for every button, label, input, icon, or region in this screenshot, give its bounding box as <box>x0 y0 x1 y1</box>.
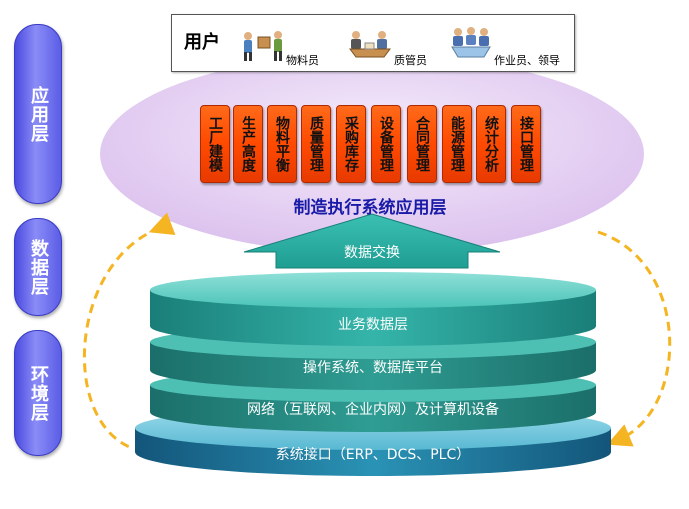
tier-label-network: 网络（互联网、企业内网）及计算机设备 <box>247 402 499 418</box>
module-equipment-management: 设备管理 <box>371 105 401 183</box>
loop-arrow-right <box>597 230 672 447</box>
layer-label: 应用层 <box>28 85 49 143</box>
module-production-scheduling: 生产高度 <box>233 105 263 183</box>
module-contract-management: 合同管理 <box>407 105 437 183</box>
role-label: 作业员、领导 <box>494 54 560 67</box>
user-title: 用户 <box>184 32 220 53</box>
module-procurement-inventory: 采购库存 <box>336 105 366 183</box>
application-layer-title: 制造执行系统应用层 <box>293 198 447 218</box>
role-label: 质管员 <box>394 54 427 67</box>
layer-pill-env: 环境层 <box>14 330 62 456</box>
user-box: 用户 物料员 质管员 作业员、领导 <box>171 14 575 72</box>
tier-label-os-database: 操作系统、数据库平台 <box>303 360 443 376</box>
role-label: 物料员 <box>286 54 319 67</box>
tier-label-business-data: 业务数据层 <box>338 317 408 333</box>
data-exchange-label: 数据交换 <box>344 245 400 261</box>
module-factory-modeling: 工厂建模 <box>200 105 230 183</box>
loop-arrow-left <box>83 212 176 450</box>
module-quality-management: 质量管理 <box>301 105 331 183</box>
module-statistical-analysis: 统计分析 <box>476 105 506 183</box>
module-interface-management: 接口管理 <box>511 105 541 183</box>
quality-inspector-icon <box>349 31 391 58</box>
module-energy-management: 能源管理 <box>442 105 472 183</box>
module-material-balance: 物料平衡 <box>267 105 297 183</box>
tier-label-system-interface: 系统接口（ERP、DCS、PLC） <box>275 447 471 463</box>
layer-label: 环境层 <box>28 364 49 422</box>
layer-label: 数据层 <box>28 238 49 296</box>
data-exchange-arrow <box>243 213 501 269</box>
layer-pill-app: 应用层 <box>14 24 62 204</box>
workers-meeting-icon <box>451 27 491 58</box>
layer-pill-data: 数据层 <box>14 218 62 316</box>
material-clerk-icon <box>244 31 282 61</box>
